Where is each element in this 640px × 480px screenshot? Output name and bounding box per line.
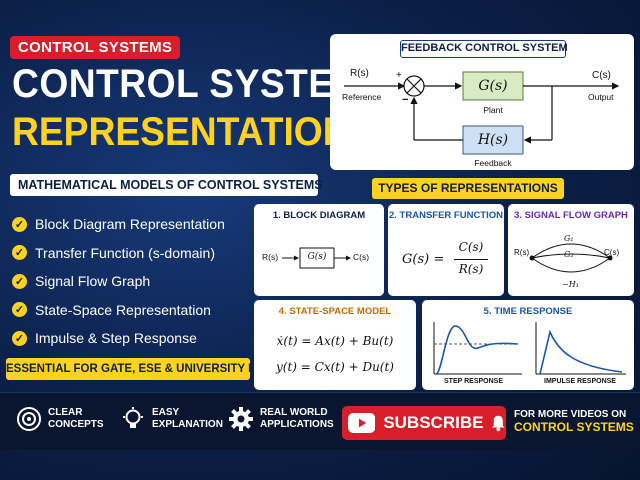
card-time-response: 5. TIME RESPONSE STEP RESPONSE IMPULSE R… — [422, 300, 634, 390]
block-output: C(s) — [353, 252, 370, 262]
check-icon: ✓ — [12, 330, 27, 346]
minus-sign: − — [402, 94, 409, 106]
sfg-g2: G₂ — [564, 250, 574, 259]
more-videos-text: FOR MORE VIDEOS ON CONTROL SYSTEMS — [514, 409, 634, 434]
ss-eq-2: y(t) = Cx(t) + Du(t) — [275, 360, 394, 374]
feedback-block — [462, 125, 524, 155]
plant-caption: Plant — [483, 105, 503, 115]
step-response-curve — [435, 325, 519, 375]
plus-sign: + — [396, 70, 402, 81]
list-item: ✓State-Space Representation — [12, 296, 250, 325]
exam-banner: ESSENTIAL FOR GATE, ESE & UNIVERSITY EXA… — [6, 358, 289, 380]
step-label: STEP RESPONSE — [444, 378, 504, 385]
feedback-label: H(s) — [477, 132, 509, 148]
output-signal: C(s) — [592, 70, 611, 81]
subscribe-label: SUBSCRIBE — [383, 413, 484, 432]
feedback-diagram — [344, 71, 620, 155]
input-signal: R(s) — [350, 68, 369, 79]
sfg-g1: G₁ — [564, 234, 574, 243]
card-title: 4. STATE-SPACE MODEL — [278, 306, 392, 317]
sfg-output: C(s) — [604, 248, 620, 257]
impulse-label: IMPULSE RESPONSE — [544, 378, 616, 385]
feedback-diagram-panel: FEEDBACK CONTROL SYSTEM R(s) Reference +… — [330, 34, 634, 170]
fraction-bar — [454, 259, 488, 260]
lightbulb-icon — [123, 407, 143, 428]
tf-numerator: C(s) — [458, 240, 484, 254]
list-item: ✓Block Diagram Representation — [12, 210, 250, 239]
impulse-response-curve — [539, 329, 623, 375]
check-icon: ✓ — [12, 245, 27, 261]
card-state-space: 4. STATE-SPACE MODEL ẋ(t) = Ax(t) + Bu(t… — [254, 300, 416, 390]
list-item: ✓Transfer Function (s-domain) — [12, 239, 250, 268]
sfg-h1: −H₁ — [562, 280, 579, 289]
subscribe-button[interactable]: SUBSCRIBE — [342, 406, 506, 440]
check-icon: ✓ — [12, 302, 27, 318]
block-gs: G(s) — [307, 252, 327, 262]
block-input: R(s) — [262, 252, 279, 262]
feedback-caption: Feedback — [474, 158, 512, 168]
input-label: Reference — [342, 92, 382, 102]
target-icon — [17, 407, 41, 431]
youtube-icon — [348, 412, 376, 434]
subtitle: MATHEMATICAL MODELS OF CONTROL SYSTEMS — [10, 174, 323, 196]
card-transfer-function: 2. TRANSFER FUNCTION G(s) = C(s) R(s) — [388, 204, 504, 296]
card-title: 2. TRANSFER FUNCTION — [389, 210, 503, 221]
check-icon: ✓ — [12, 273, 27, 289]
category-badge: CONTROL SYSTEMS — [10, 36, 181, 59]
tf-denominator: R(s) — [458, 262, 484, 276]
card-signal-flow-graph: 3. SIGNAL FLOW GRAPH R(s) C(s) G₁ G₂ −H₁ — [508, 204, 634, 296]
card-title: 3. SIGNAL FLOW GRAPH — [514, 210, 628, 221]
list-item: ✓Signal Flow Graph — [12, 267, 250, 296]
sfg-input: R(s) — [514, 248, 530, 257]
card-block-diagram: 1. BLOCK DIAGRAM R(s) G(s) C(s) — [254, 204, 384, 296]
title-line-1: CONTROL SYSTEM — [12, 62, 366, 106]
ss-eq-1: ẋ(t) = Ax(t) + Bu(t) — [276, 334, 394, 348]
bell-icon — [492, 415, 506, 432]
feedback-diagram-title: FEEDBACK CONTROL SYSTEM — [400, 40, 568, 58]
gear-icon — [229, 407, 253, 431]
card-title: 1. BLOCK DIAGRAM — [272, 210, 366, 221]
title-line-2: REPRESENTATION — [12, 110, 350, 154]
topic-list: ✓Block Diagram Representation ✓Transfer … — [12, 210, 250, 353]
list-item: ✓Impulse & Step Response — [12, 324, 250, 353]
check-icon: ✓ — [12, 216, 27, 232]
types-title: TYPES OF REPRESENTATIONS — [372, 178, 564, 199]
plant-label: G(s) — [478, 78, 508, 94]
output-label: Output — [588, 92, 614, 102]
card-title: 5. TIME RESPONSE — [483, 306, 573, 317]
bottom-bar — [0, 392, 640, 450]
tf-lhs: G(s) = — [402, 252, 445, 267]
